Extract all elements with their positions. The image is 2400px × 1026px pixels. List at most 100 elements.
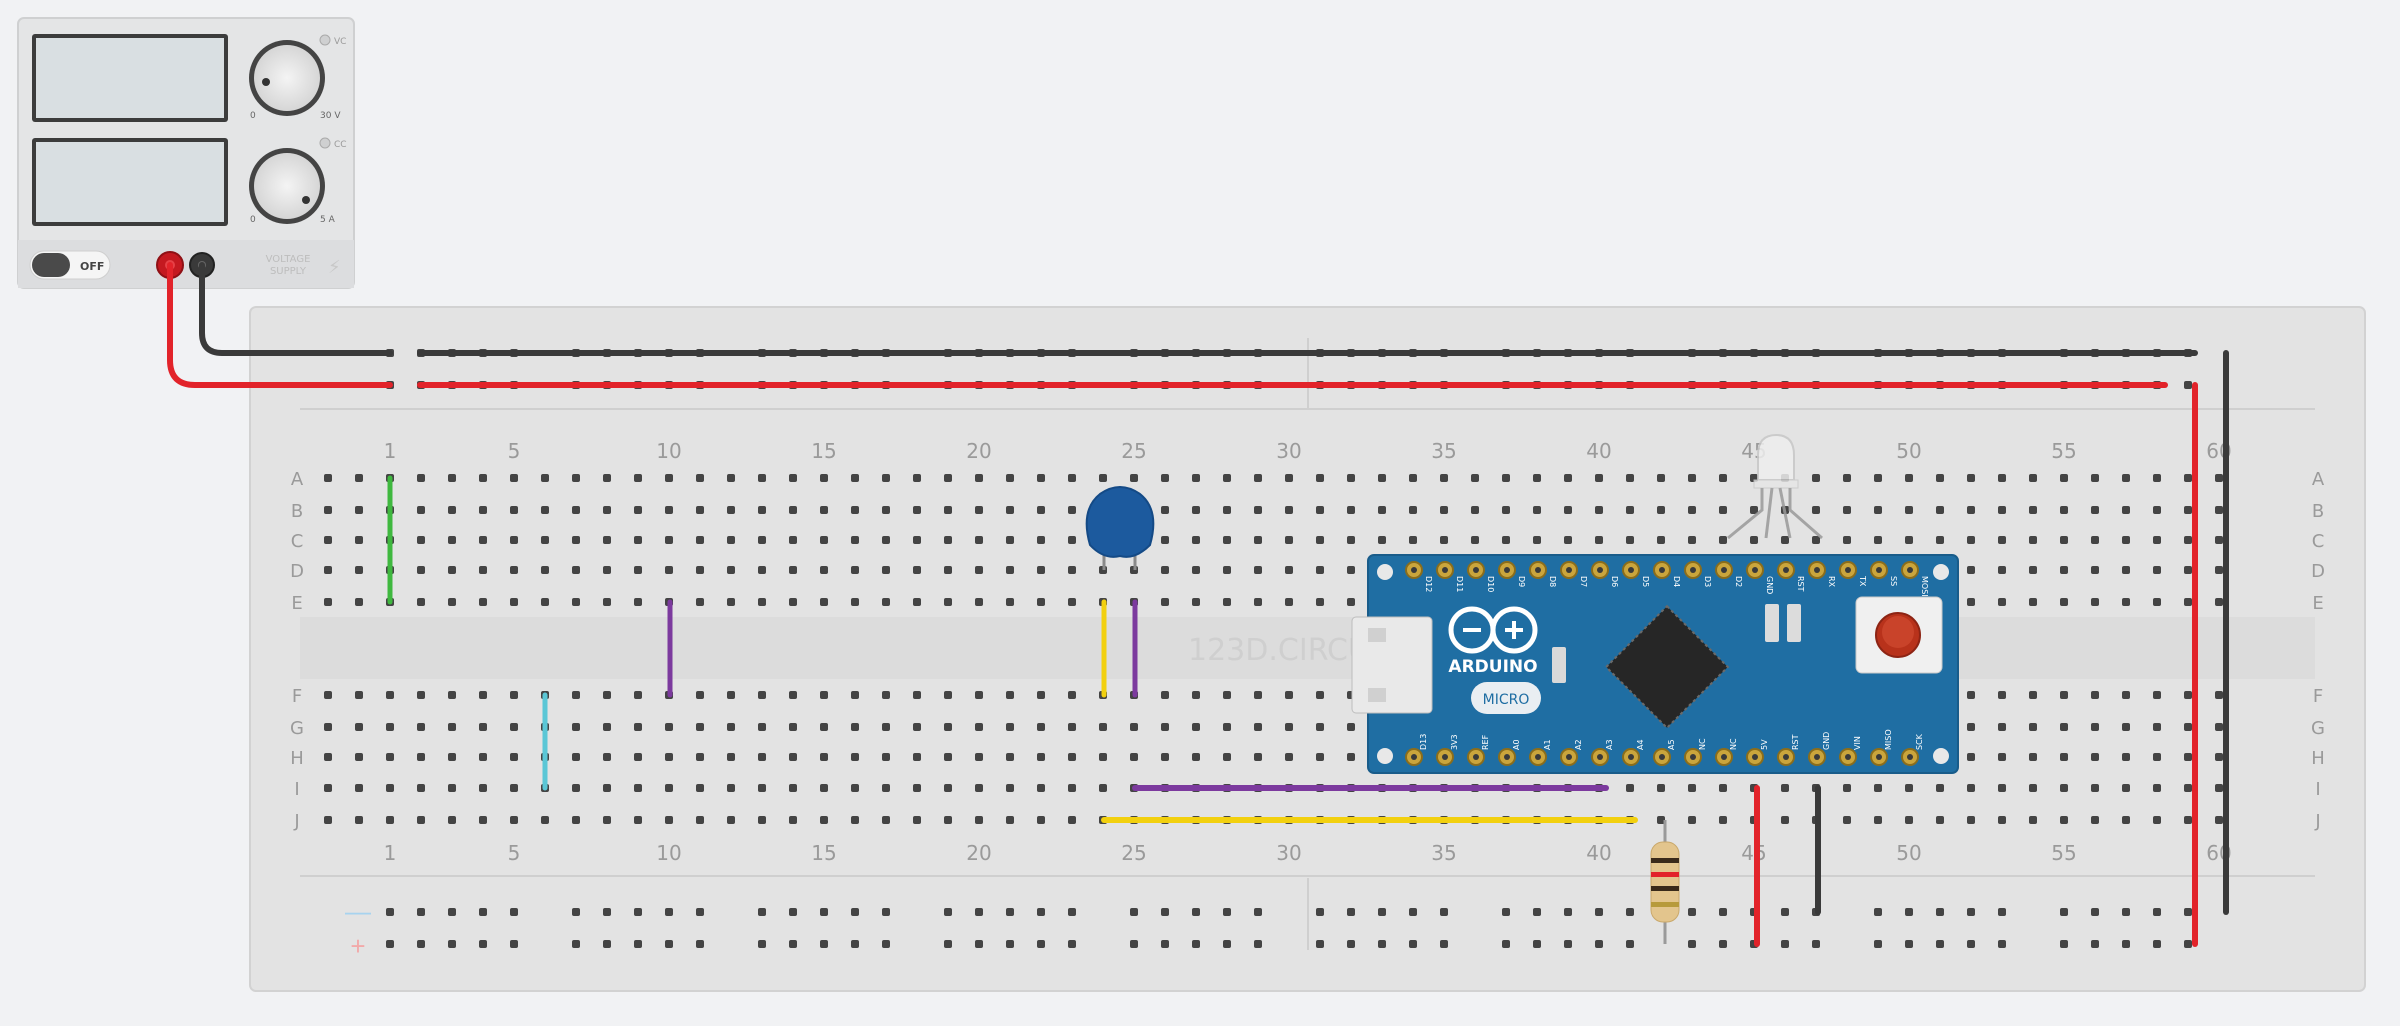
breadboard-hole[interactable]	[1285, 566, 1293, 574]
breadboard-hole[interactable]	[1905, 506, 1913, 514]
breadboard-hole[interactable]	[913, 506, 921, 514]
breadboard-hole[interactable]	[572, 784, 580, 792]
breadboard-hole[interactable]	[665, 784, 673, 792]
breadboard-hole[interactable]	[758, 723, 766, 731]
breadboard-hole[interactable]	[479, 506, 487, 514]
breadboard[interactable]: 1155101015152020252530303535404045455050…	[249, 306, 2366, 992]
breadboard-hole[interactable]	[355, 784, 363, 792]
breadboard-hole[interactable]	[1812, 474, 1820, 482]
breadboard-hole[interactable]	[1285, 753, 1293, 761]
breadboard-hole[interactable]	[696, 598, 704, 606]
breadboard-hole[interactable]	[603, 506, 611, 514]
breadboard-hole[interactable]	[355, 691, 363, 699]
breadboard-hole[interactable]	[1657, 506, 1665, 514]
breadboard-hole[interactable]	[2060, 474, 2068, 482]
breadboard-hole[interactable]	[2215, 506, 2223, 514]
breadboard-hole[interactable]	[882, 506, 890, 514]
breadboard-hole[interactable]	[2029, 566, 2037, 574]
breadboard-hole[interactable]	[975, 506, 983, 514]
breadboard-hole[interactable]	[510, 566, 518, 574]
breadboard-hole[interactable]	[448, 598, 456, 606]
breadboard-hole[interactable]	[603, 566, 611, 574]
rail-hole[interactable]	[603, 908, 611, 916]
rail-hole[interactable]	[572, 908, 580, 916]
rail-hole[interactable]	[696, 908, 704, 916]
breadboard-hole[interactable]	[696, 753, 704, 761]
breadboard-hole[interactable]	[1068, 566, 1076, 574]
breadboard-hole[interactable]	[727, 816, 735, 824]
breadboard-hole[interactable]	[975, 474, 983, 482]
breadboard-hole[interactable]	[758, 784, 766, 792]
breadboard-hole[interactable]	[1254, 506, 1262, 514]
breadboard-hole[interactable]	[1068, 723, 1076, 731]
breadboard-hole[interactable]	[1936, 536, 1944, 544]
breadboard-hole[interactable]	[1068, 784, 1076, 792]
breadboard-hole[interactable]	[1843, 474, 1851, 482]
breadboard-hole[interactable]	[1099, 474, 1107, 482]
rail-hole[interactable]	[1502, 940, 1510, 948]
breadboard-hole[interactable]	[448, 784, 456, 792]
breadboard-hole[interactable]	[1998, 723, 2006, 731]
breadboard-hole[interactable]	[1905, 816, 1913, 824]
breadboard-hole[interactable]	[1006, 566, 1014, 574]
breadboard-hole[interactable]	[2184, 816, 2192, 824]
rail-hole[interactable]	[448, 940, 456, 948]
rail-hole[interactable]	[1192, 940, 1200, 948]
rail-hole[interactable]	[1998, 940, 2006, 948]
breadboard-hole[interactable]	[1440, 536, 1448, 544]
rail-hole[interactable]	[820, 940, 828, 948]
breadboard-hole[interactable]	[2153, 474, 2161, 482]
rail-hole[interactable]	[1564, 908, 1572, 916]
breadboard-hole[interactable]	[758, 566, 766, 574]
breadboard-hole[interactable]	[820, 566, 828, 574]
rail-hole[interactable]	[1812, 940, 1820, 948]
breadboard-hole[interactable]	[1254, 691, 1262, 699]
breadboard-hole[interactable]	[634, 536, 642, 544]
breadboard-hole[interactable]	[510, 536, 518, 544]
breadboard-hole[interactable]	[1533, 536, 1541, 544]
rail-hole[interactable]	[1316, 940, 1324, 948]
rail-hole[interactable]	[1316, 908, 1324, 916]
rail-hole[interactable]	[1626, 940, 1634, 948]
breadboard-hole[interactable]	[2153, 566, 2161, 574]
breadboard-hole[interactable]	[913, 691, 921, 699]
breadboard-hole[interactable]	[1874, 506, 1882, 514]
breadboard-hole[interactable]	[1843, 816, 1851, 824]
rail-hole[interactable]	[1223, 908, 1231, 916]
voltage-knob[interactable]	[249, 40, 325, 116]
breadboard-hole[interactable]	[1812, 506, 1820, 514]
breadboard-hole[interactable]	[2184, 536, 2192, 544]
rail-hole[interactable]	[1533, 908, 1541, 916]
breadboard-hole[interactable]	[758, 691, 766, 699]
breadboard-hole[interactable]	[913, 784, 921, 792]
rail-hole[interactable]	[1409, 908, 1417, 916]
breadboard-hole[interactable]	[1223, 474, 1231, 482]
breadboard-hole[interactable]	[2029, 723, 2037, 731]
rail-hole[interactable]	[1192, 908, 1200, 916]
rail-hole[interactable]	[2122, 940, 2130, 948]
breadboard-hole[interactable]	[510, 753, 518, 761]
breadboard-hole[interactable]	[1223, 598, 1231, 606]
breadboard-hole[interactable]	[355, 723, 363, 731]
breadboard-hole[interactable]	[355, 598, 363, 606]
ceramic-capacitor[interactable]	[1085, 486, 1155, 570]
rail-hole[interactable]	[572, 940, 580, 948]
breadboard-hole[interactable]	[1316, 566, 1324, 574]
breadboard-hole[interactable]	[789, 598, 797, 606]
breadboard-hole[interactable]	[1564, 474, 1572, 482]
breadboard-hole[interactable]	[851, 753, 859, 761]
breadboard-hole[interactable]	[2091, 753, 2099, 761]
breadboard-hole[interactable]	[603, 536, 611, 544]
breadboard-hole[interactable]	[944, 691, 952, 699]
breadboard-hole[interactable]	[355, 474, 363, 482]
breadboard-hole[interactable]	[1967, 753, 1975, 761]
breadboard-hole[interactable]	[634, 753, 642, 761]
breadboard-hole[interactable]	[448, 753, 456, 761]
breadboard-hole[interactable]	[975, 566, 983, 574]
rail-hole[interactable]	[665, 908, 673, 916]
breadboard-hole[interactable]	[2029, 816, 2037, 824]
breadboard-hole[interactable]	[386, 816, 394, 824]
breadboard-hole[interactable]	[1688, 784, 1696, 792]
breadboard-hole[interactable]	[1874, 816, 1882, 824]
rail-hole[interactable]	[882, 908, 890, 916]
